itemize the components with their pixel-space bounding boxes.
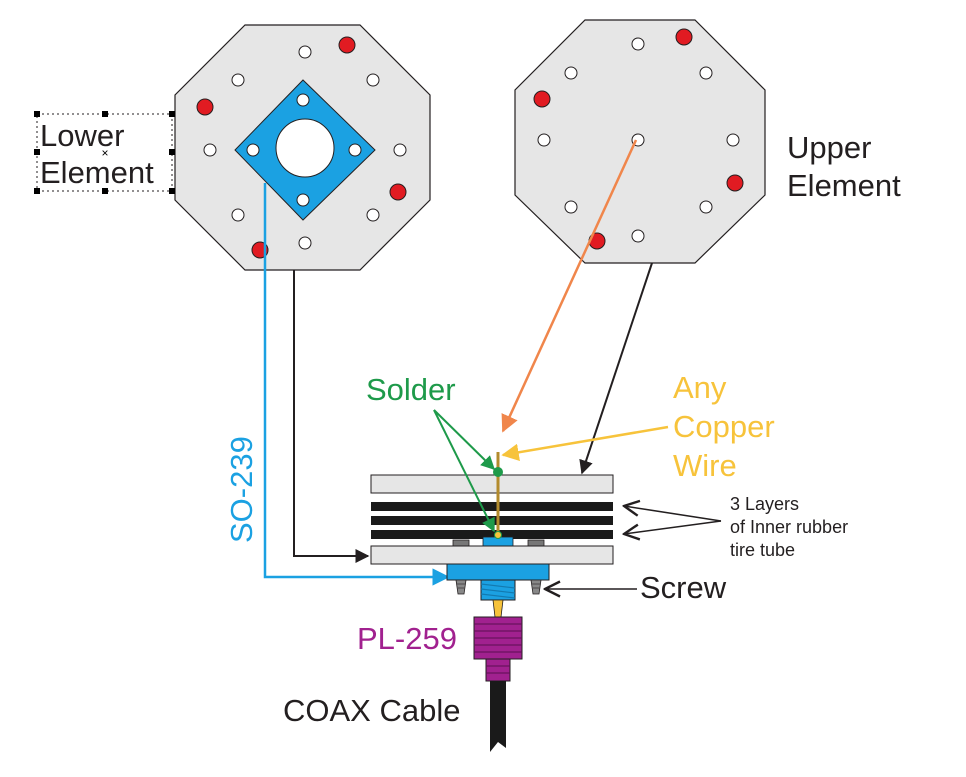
- rubber-layer-arrow: [624, 506, 722, 522]
- pl259-plug: [473, 616, 523, 682]
- red-hole: [533, 90, 551, 108]
- red-hole: [389, 183, 407, 201]
- upper-wire-connection-line: [501, 139, 638, 433]
- center-pin: [492, 599, 504, 618]
- svg-text:of Inner rubber: of Inner rubber: [730, 517, 848, 537]
- svg-text:Upper: Upper: [787, 130, 871, 165]
- rubber-layer: [371, 502, 613, 511]
- coax-cable: [490, 681, 506, 752]
- red-hole: [338, 36, 356, 54]
- upper-element-label: Upper Element: [787, 130, 901, 203]
- so239-lead-line: [263, 183, 450, 586]
- lower-element-plate: [174, 24, 431, 271]
- bottom-plate-edge: [370, 545, 614, 565]
- svg-text:Copper: Copper: [673, 409, 775, 444]
- svg-text:×: ×: [101, 146, 108, 160]
- so239-connector: [446, 563, 550, 618]
- copper-wire-arrow: [501, 425, 669, 461]
- upper-plate-lead-line: [579, 262, 653, 475]
- red-hole: [196, 98, 214, 116]
- red-hole: [675, 28, 693, 46]
- lower-plate-lead-line: [293, 270, 370, 563]
- screw-label: Screw: [640, 570, 727, 605]
- lower-element-label: × Lower Element: [34, 111, 175, 194]
- rubber-layers-label: 3 Layers of Inner rubber tire tube: [730, 494, 848, 560]
- so239-label: SO-239: [224, 436, 259, 543]
- insulator-stack: [370, 452, 614, 565]
- solder-arrow-bottom: [433, 409, 495, 533]
- svg-text:tire tube: tire tube: [730, 540, 795, 560]
- red-hole: [726, 174, 744, 192]
- solder-blob-bottom: [494, 531, 502, 539]
- svg-text:Element: Element: [40, 155, 154, 190]
- svg-text:Lower: Lower: [40, 118, 124, 153]
- so239-center-hole: [275, 118, 335, 178]
- solder-blob-top: [493, 467, 503, 477]
- svg-text:Element: Element: [787, 168, 901, 203]
- top-plate-edge: [370, 474, 614, 494]
- screw-right: [530, 579, 542, 595]
- screw-left: [455, 579, 467, 595]
- rubber-layer: [371, 516, 613, 525]
- svg-text:3 Layers: 3 Layers: [730, 494, 799, 514]
- copper-wire-label: Any Copper Wire: [673, 370, 775, 483]
- coax-cable-label: COAX Cable: [283, 693, 460, 728]
- svg-text:Any: Any: [673, 370, 727, 405]
- rubber-layer: [371, 530, 613, 539]
- rubber-layer-arrow: [624, 520, 722, 534]
- solder-label: Solder: [366, 372, 456, 407]
- solder-arrow-top: [433, 409, 495, 470]
- svg-text:Wire: Wire: [673, 448, 737, 483]
- pl259-label: PL-259: [357, 621, 457, 656]
- upper-element-plate: [514, 19, 766, 264]
